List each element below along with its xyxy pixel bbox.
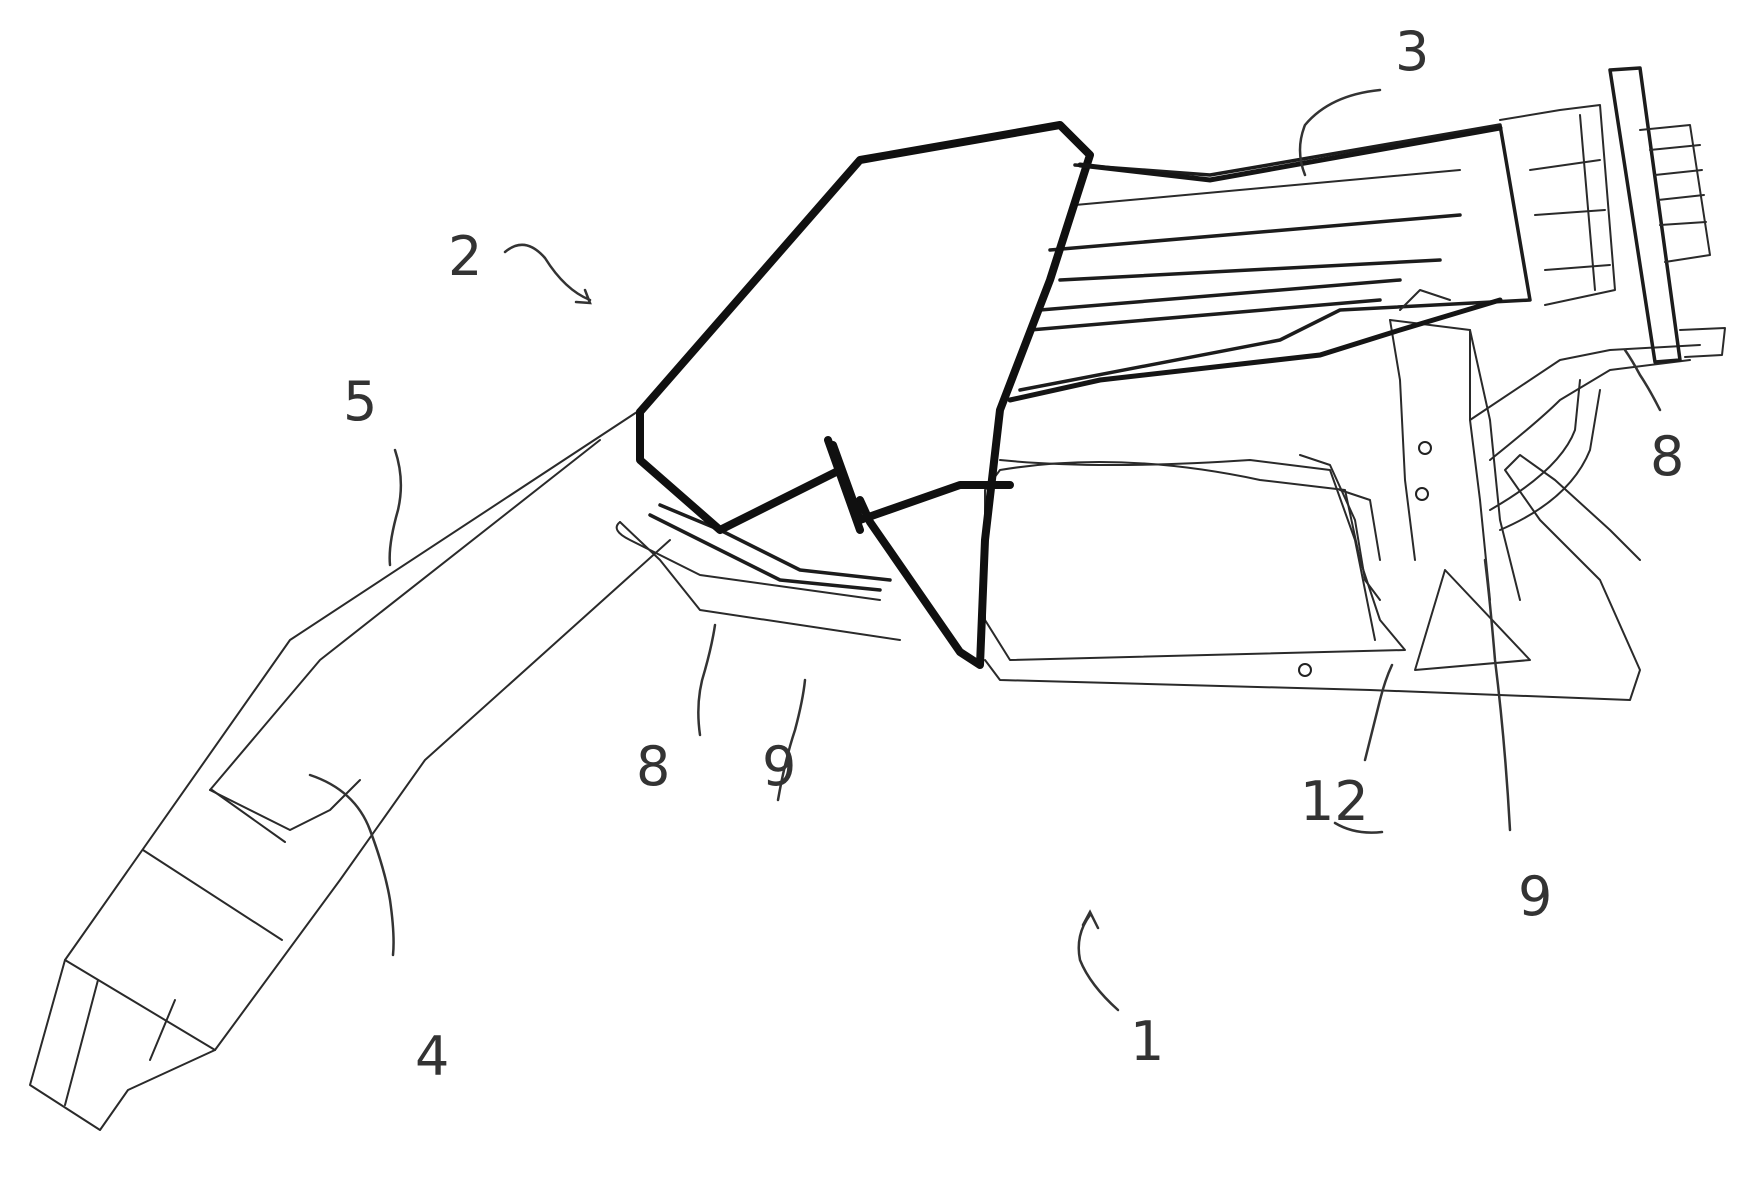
label-4: 4: [415, 1025, 449, 1088]
hole-2: [1416, 488, 1428, 500]
label-1: 1: [1130, 1010, 1164, 1073]
label-8-right: 8: [1650, 425, 1684, 488]
hole-3: [1299, 664, 1311, 676]
label-12: 12: [1300, 770, 1369, 833]
hole-1: [1419, 442, 1431, 454]
label-3: 3: [1395, 20, 1429, 83]
spout: [30, 410, 670, 1130]
label-2: 2: [448, 225, 482, 288]
label-9-right: 9: [1518, 865, 1552, 928]
nozzle-body: [985, 455, 1640, 700]
label-8-left: 8: [636, 735, 670, 798]
rear-coupling: [1500, 68, 1725, 362]
label-5: 5: [343, 370, 377, 433]
reference-labels: 2 3 5 4 8 9 1 12 9 8: [343, 20, 1684, 1088]
label-9-left: 9: [762, 735, 796, 798]
